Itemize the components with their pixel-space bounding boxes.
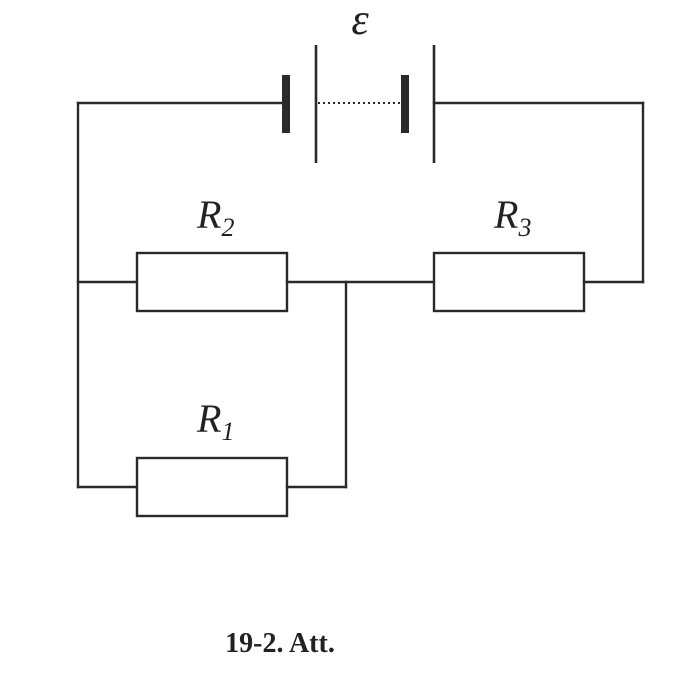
- label-r1: R1: [196, 396, 234, 446]
- label-r2: R2: [196, 192, 234, 242]
- label-r3: R3: [493, 192, 531, 242]
- emf-label: ε: [351, 0, 369, 44]
- figure-caption: 19-2. Att.: [225, 628, 335, 659]
- resistor-r2: [135, 251, 289, 313]
- battery: [282, 45, 436, 163]
- resistor-r1: [135, 456, 289, 518]
- resistor-r3: [432, 251, 586, 313]
